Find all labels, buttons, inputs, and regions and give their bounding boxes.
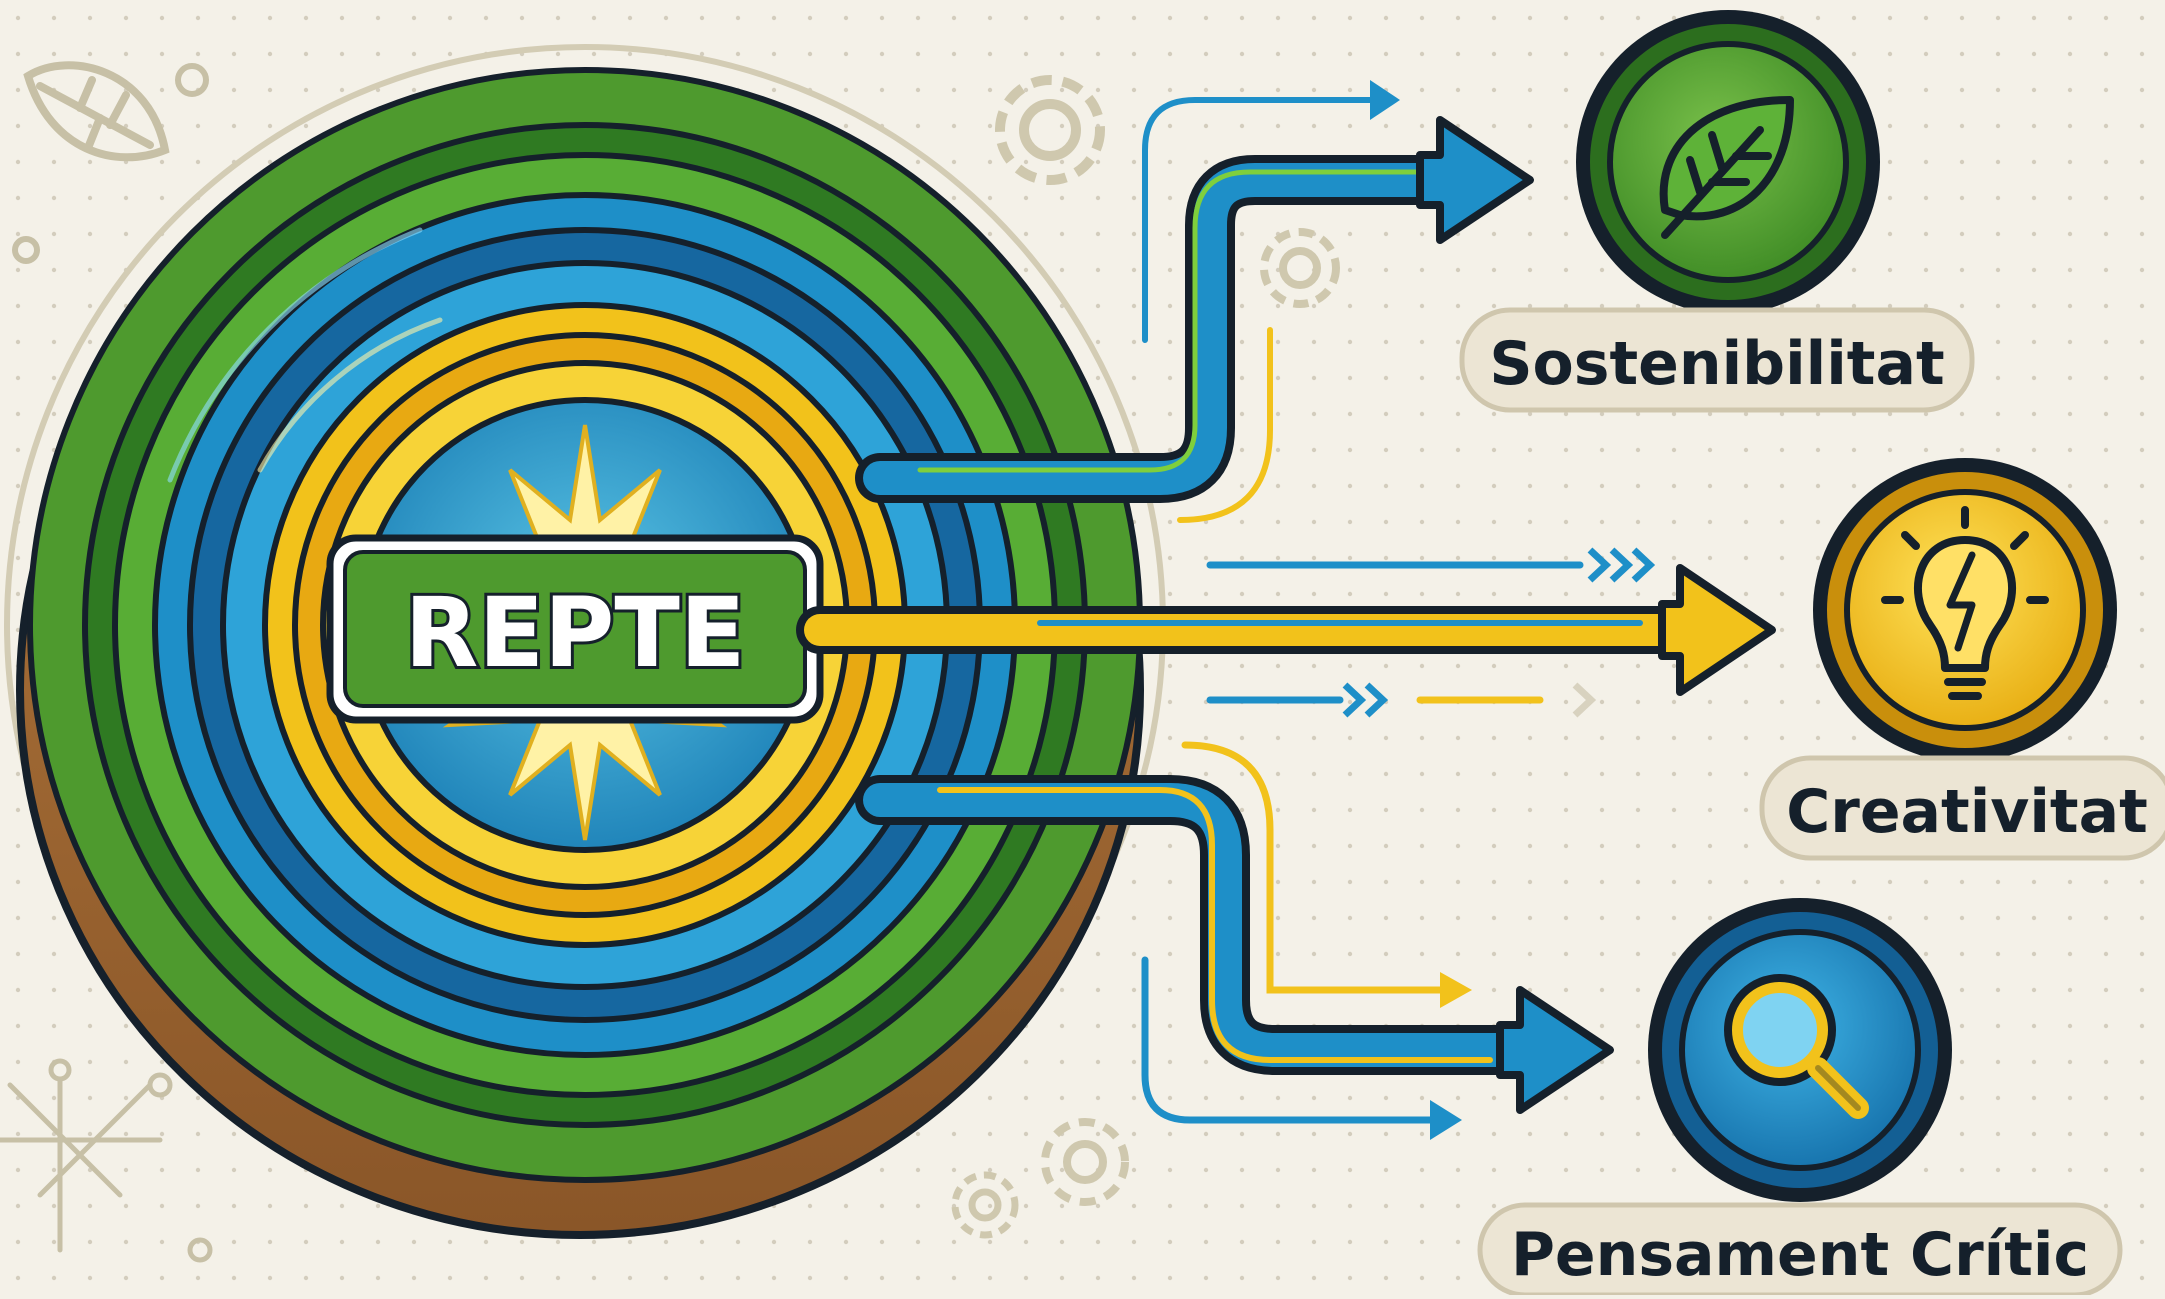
- sostenibilitat-badge: [1576, 10, 1880, 314]
- gear-icon: [951, 1171, 1019, 1239]
- arrow-to-pensament-critic: [855, 775, 1565, 1075]
- magnifier-icon: [1724, 974, 1869, 1119]
- sostenibilitat-label: Sostenibilitat: [1489, 329, 1944, 399]
- decorative-leaf-icon: [23, 61, 170, 162]
- arrow-to-creativitat: [796, 606, 1724, 654]
- gear-icon: [995, 75, 1105, 185]
- leaf-icon: [1659, 96, 1794, 239]
- creativitat-label: Creativitat: [1786, 777, 2148, 847]
- center-label-text: REPTE: [405, 577, 746, 689]
- arrowhead-pensament-critic: [1496, 986, 1614, 1114]
- pensament-critic-pill: Pensament Crític: [1477, 1202, 2123, 1298]
- arrow-to-sostenibilitat: [855, 155, 1485, 503]
- decorative-dot-icon: [175, 63, 209, 97]
- pensament-critic-label: Pensament Crític: [1511, 1220, 2089, 1290]
- arrowhead-sostenibilitat: [1416, 116, 1534, 244]
- decorative-dot-icon: [12, 236, 40, 264]
- sostenibilitat-pill: Sostenibilitat: [1459, 307, 1975, 413]
- pensament-critic-badge: [1648, 898, 1952, 1202]
- lightbulb-bolt-icon: [1881, 506, 2049, 700]
- creativitat-pill: Creativitat: [1759, 755, 2165, 861]
- creativitat-badge: [1813, 458, 2117, 762]
- arrowhead-creativitat: [1658, 564, 1776, 696]
- gear-icon: [1260, 228, 1340, 308]
- gear-icon: [1041, 1118, 1129, 1206]
- decorative-circuit-icon: [0, 1058, 213, 1263]
- center-label: REPTE: [326, 534, 824, 724]
